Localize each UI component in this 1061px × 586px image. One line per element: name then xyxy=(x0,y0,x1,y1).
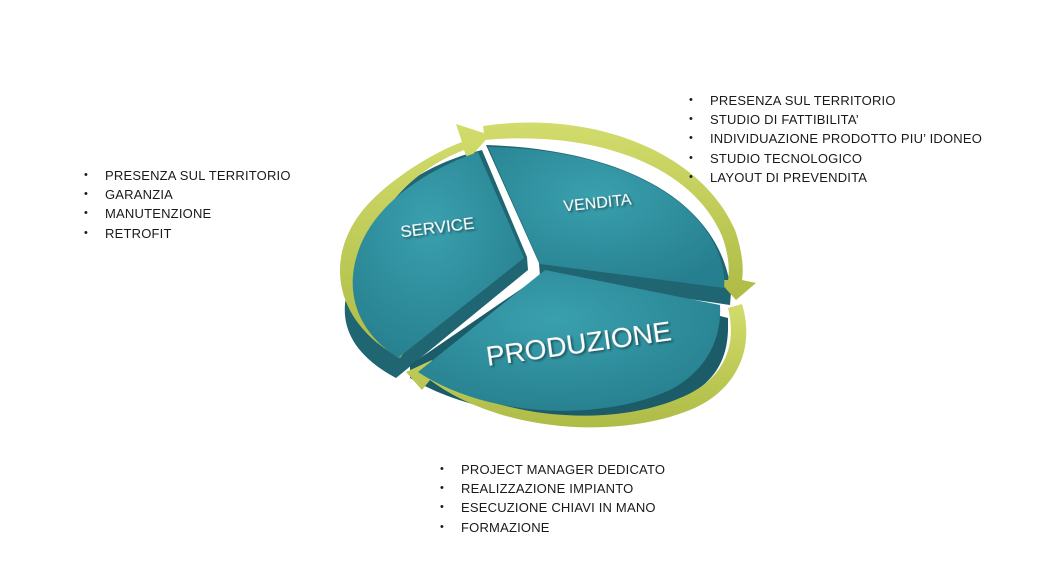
list-item: REALIZZAZIONE IMPIANTO xyxy=(440,479,665,498)
list-item: PRESENZA SUL TERRITORIO xyxy=(689,91,982,110)
service-activities-list: PRESENZA SUL TERRITORIO GARANZIA MANUTEN… xyxy=(84,166,291,243)
vendita-activities-list: PRESENZA SUL TERRITORIO STUDIO DI FATTIB… xyxy=(689,91,982,187)
list-item: FORMAZIONE xyxy=(440,518,665,537)
list-item: STUDIO DI FATTIBILITA’ xyxy=(689,110,982,129)
list-item: RETROFIT xyxy=(84,224,291,243)
service-segment xyxy=(352,152,524,358)
list-item: PROJECT MANAGER DEDICATO xyxy=(440,460,665,479)
vendita-segment xyxy=(488,147,725,288)
list-item: MANUTENZIONE xyxy=(84,204,291,223)
list-item: PRESENZA SUL TERRITORIO xyxy=(84,166,291,185)
list-item: STUDIO TECNOLOGICO xyxy=(689,149,982,168)
arrow-service-to-vendita xyxy=(339,124,490,358)
arrow-vendita-to-produzione xyxy=(483,122,756,301)
list-item: GARANZIA xyxy=(84,185,291,204)
produzione-segment xyxy=(418,270,721,411)
list-item: INDIVIDUAZIONE PRODOTTO PIU’ IDONEO xyxy=(689,129,982,148)
produzione-activities-list: PROJECT MANAGER DEDICATO REALIZZAZIONE I… xyxy=(440,460,665,537)
list-item: ESECUZIONE CHIAVI IN MANO xyxy=(440,498,665,517)
list-item: LAYOUT DI PREVENDITA xyxy=(689,168,982,187)
